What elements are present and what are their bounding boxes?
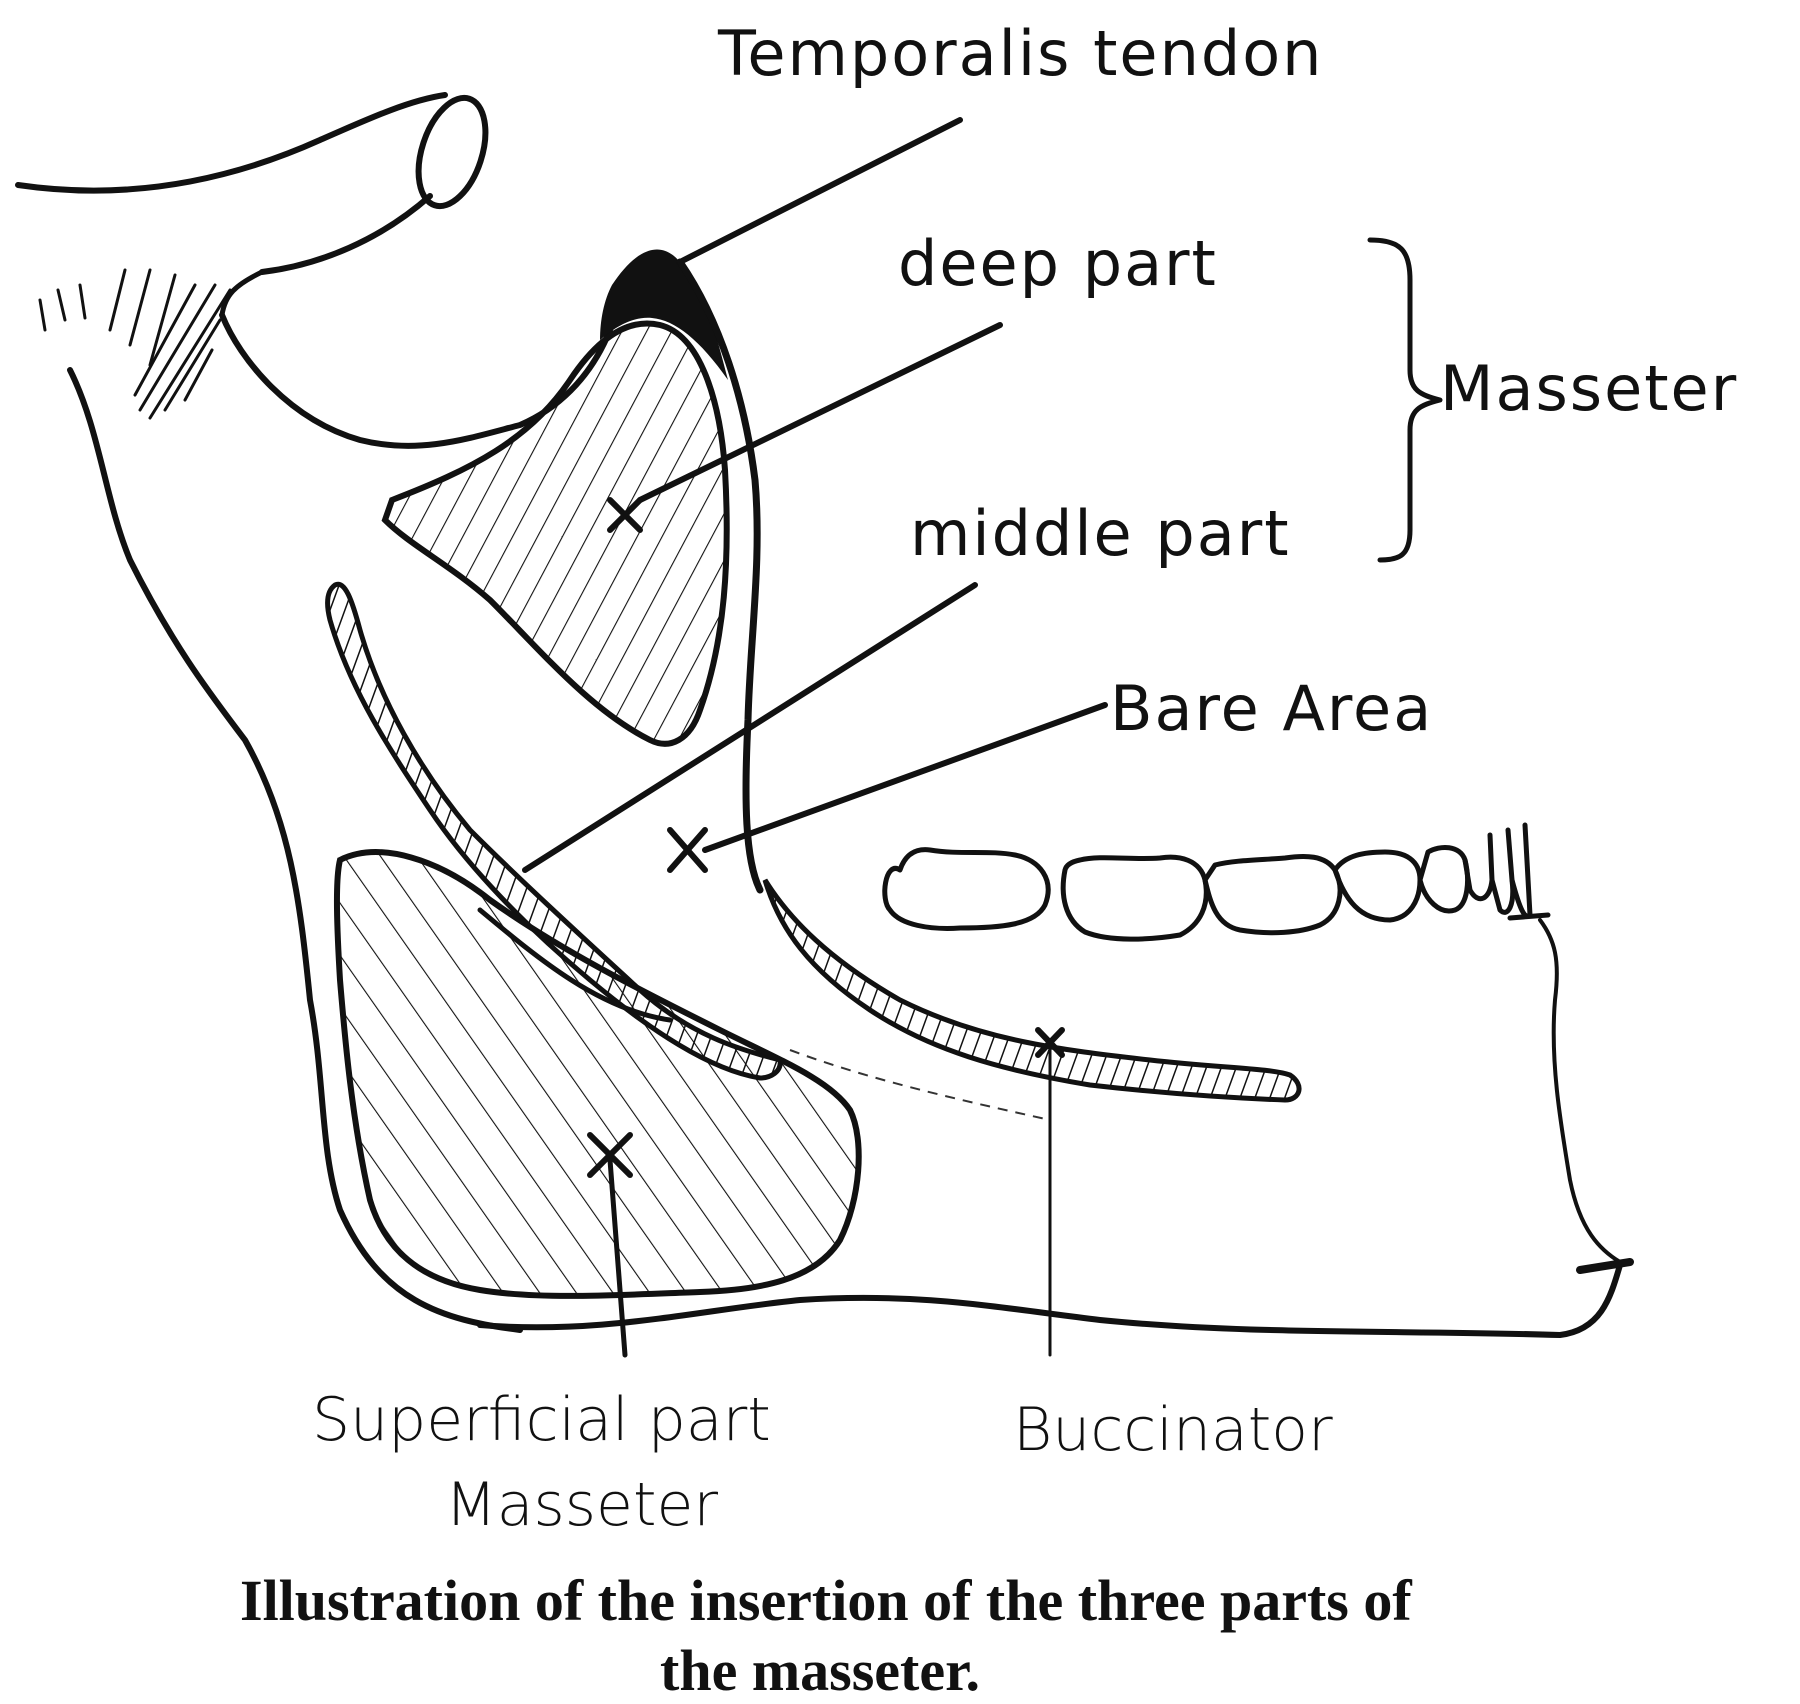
caption-line1: Illustration of the insertion of the thr… (240, 1568, 1412, 1633)
leader-deep-part (637, 322, 1003, 503)
bare-area-marker (667, 827, 708, 873)
temporalis-tendon-edge (676, 258, 764, 894)
occlusal-line (789, 1049, 1051, 1121)
leader-lines (522, 117, 1108, 1358)
label-bare-area: Bare Area (1110, 672, 1433, 745)
mandible-inferior-border (477, 1262, 1623, 1338)
teeth-row (882, 822, 1533, 942)
caption-line2: the masseter. (660, 1638, 980, 1703)
superficial-part-marker (587, 1132, 633, 1178)
zygomatic-arch (15, 92, 489, 318)
temporalis-tendon-cap (600, 249, 728, 380)
label-superficial-line1: Superficial part (312, 1385, 771, 1455)
leader-temporalis (677, 117, 963, 265)
chin-mark (1576, 1258, 1634, 1274)
leader-bare-area (702, 702, 1108, 853)
buccinator-strip (762, 878, 1302, 1103)
superficial-part-region (333, 849, 862, 1299)
mandible-posterior-border (67, 367, 523, 1333)
leader-superficial (607, 1157, 628, 1358)
deep-part-region (381, 320, 730, 747)
deep-part-marker (607, 497, 643, 533)
label-buccinator: Buccinator (1013, 1395, 1333, 1465)
mandible-anterior-border (1538, 918, 1622, 1264)
label-middle-part: middle part (910, 497, 1291, 570)
masseter-bracket (1367, 237, 1443, 563)
label-masseter-bracket: Masseter (1440, 352, 1738, 425)
insertion-markers (587, 497, 1065, 1178)
label-superficial-line2: Masseter (445, 1470, 718, 1540)
condyle-shading (38, 268, 232, 420)
leader-middle-part (522, 582, 978, 873)
label-temporalis-tendon: Temporalis tendon (717, 17, 1323, 90)
label-deep-part: deep part (898, 227, 1218, 300)
buccinator-marker (1035, 1027, 1065, 1058)
superficial-inner-edge (477, 907, 673, 1023)
